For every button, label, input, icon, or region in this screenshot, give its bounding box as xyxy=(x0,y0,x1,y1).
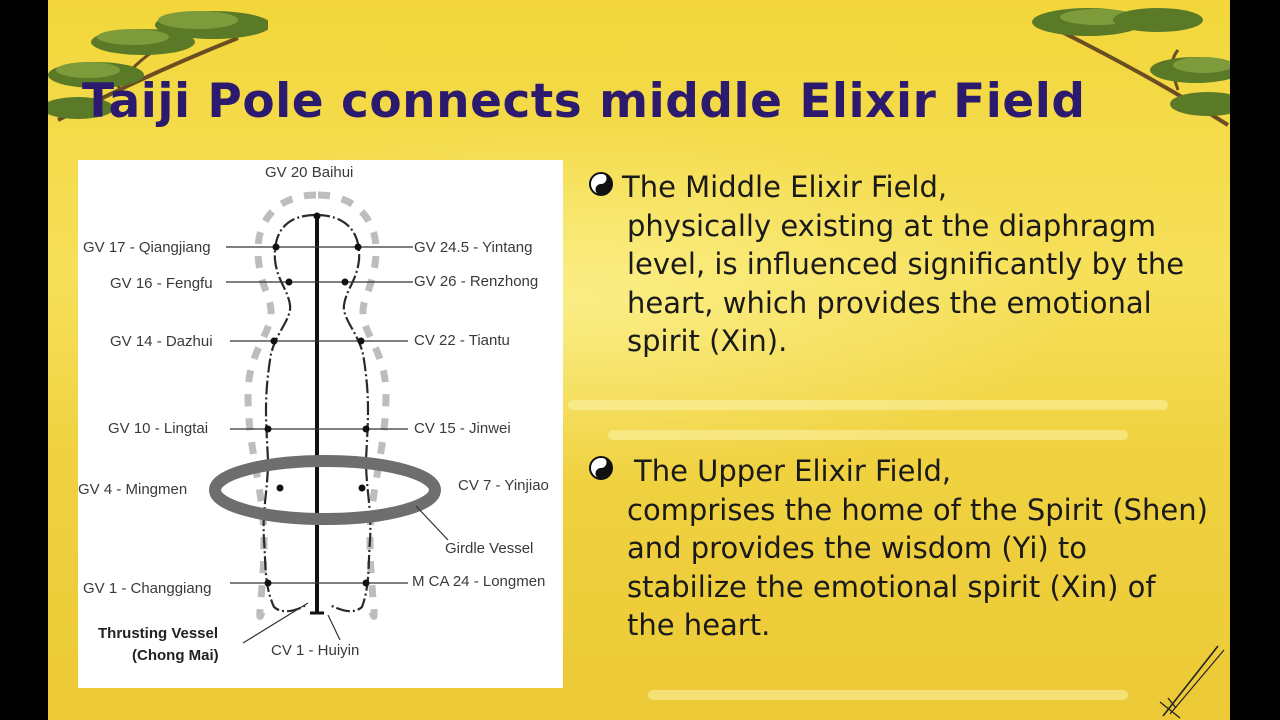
bullet-text-body: physically existing at the diaphragm lev… xyxy=(627,208,1185,359)
bullet-text-body: comprises the home of the Spirit (Shen) … xyxy=(627,492,1208,643)
label-yinjiao: CV 7 - Yinjiao xyxy=(458,477,549,494)
pointer-line xyxy=(327,614,341,641)
body-outline xyxy=(315,213,372,613)
label-qiangjiang: GV 17 - Qiangjiang xyxy=(83,239,211,256)
label-longmen: M CA 24 - Longmen xyxy=(412,573,545,590)
yin-yang-icon xyxy=(589,456,613,480)
label-tiantu: CV 22 - Tiantu xyxy=(414,332,510,349)
bullet-text-line: The Upper Elixir Field, xyxy=(634,454,952,488)
body-outline xyxy=(262,213,317,613)
label-renzhong: GV 26 - Renzhong xyxy=(414,273,538,290)
girdle-vessel-ring xyxy=(209,455,441,525)
label-mingmen: GV 4 - Mingmen xyxy=(78,481,187,498)
outer-aura-outline xyxy=(244,191,317,620)
outer-aura-outline xyxy=(317,191,390,620)
background-streak xyxy=(648,690,1128,700)
label-dazhui: GV 14 - Dazhui xyxy=(110,333,213,350)
pine-branch-left-decoration xyxy=(48,11,268,122)
pointer-line xyxy=(242,602,309,644)
slide-title: Taiji Pole connects middle Elixir Field xyxy=(82,74,1086,129)
pointer-line xyxy=(415,505,449,541)
bullet-middle-elixir-field: The Middle Elixir Field, physically exis… xyxy=(588,168,1208,361)
bullet-text-line: The Middle Elixir Field, xyxy=(622,170,948,204)
label-thrusting-vessel: Thrusting Vessel xyxy=(98,625,218,642)
bullet-upper-elixir-field: The Upper Elixir Field, comprises the ho… xyxy=(588,452,1208,645)
meridian-diagram: GV 20 Baihui GV 17 - Qiangjiang GV 16 - … xyxy=(78,160,563,688)
pen-sketch-decoration xyxy=(1159,645,1225,719)
label-changgiang: GV 1 - Changgiang xyxy=(83,580,211,597)
acupoint-markers xyxy=(264,212,370,587)
label-jinwei: CV 15 - Jinwei xyxy=(414,420,511,437)
background-streak xyxy=(608,430,1128,440)
label-fengfu: GV 16 - Fengfu xyxy=(110,275,213,292)
label-girdle-vessel: Girdle Vessel xyxy=(445,540,533,557)
label-huiyin: CV 1 - Huiyin xyxy=(271,642,359,659)
label-lingtai: GV 10 - Lingtai xyxy=(108,420,208,437)
label-baihui: GV 20 Baihui xyxy=(265,164,353,181)
label-yintang: GV 24.5 - Yintang xyxy=(414,239,532,256)
slide: Taiji Pole connects middle Elixir Field xyxy=(48,0,1230,720)
background-streak xyxy=(568,400,1168,410)
yin-yang-icon xyxy=(589,172,613,196)
label-chong-mai: (Chong Mai) xyxy=(132,647,219,664)
pine-branch-right-decoration xyxy=(1032,8,1230,127)
